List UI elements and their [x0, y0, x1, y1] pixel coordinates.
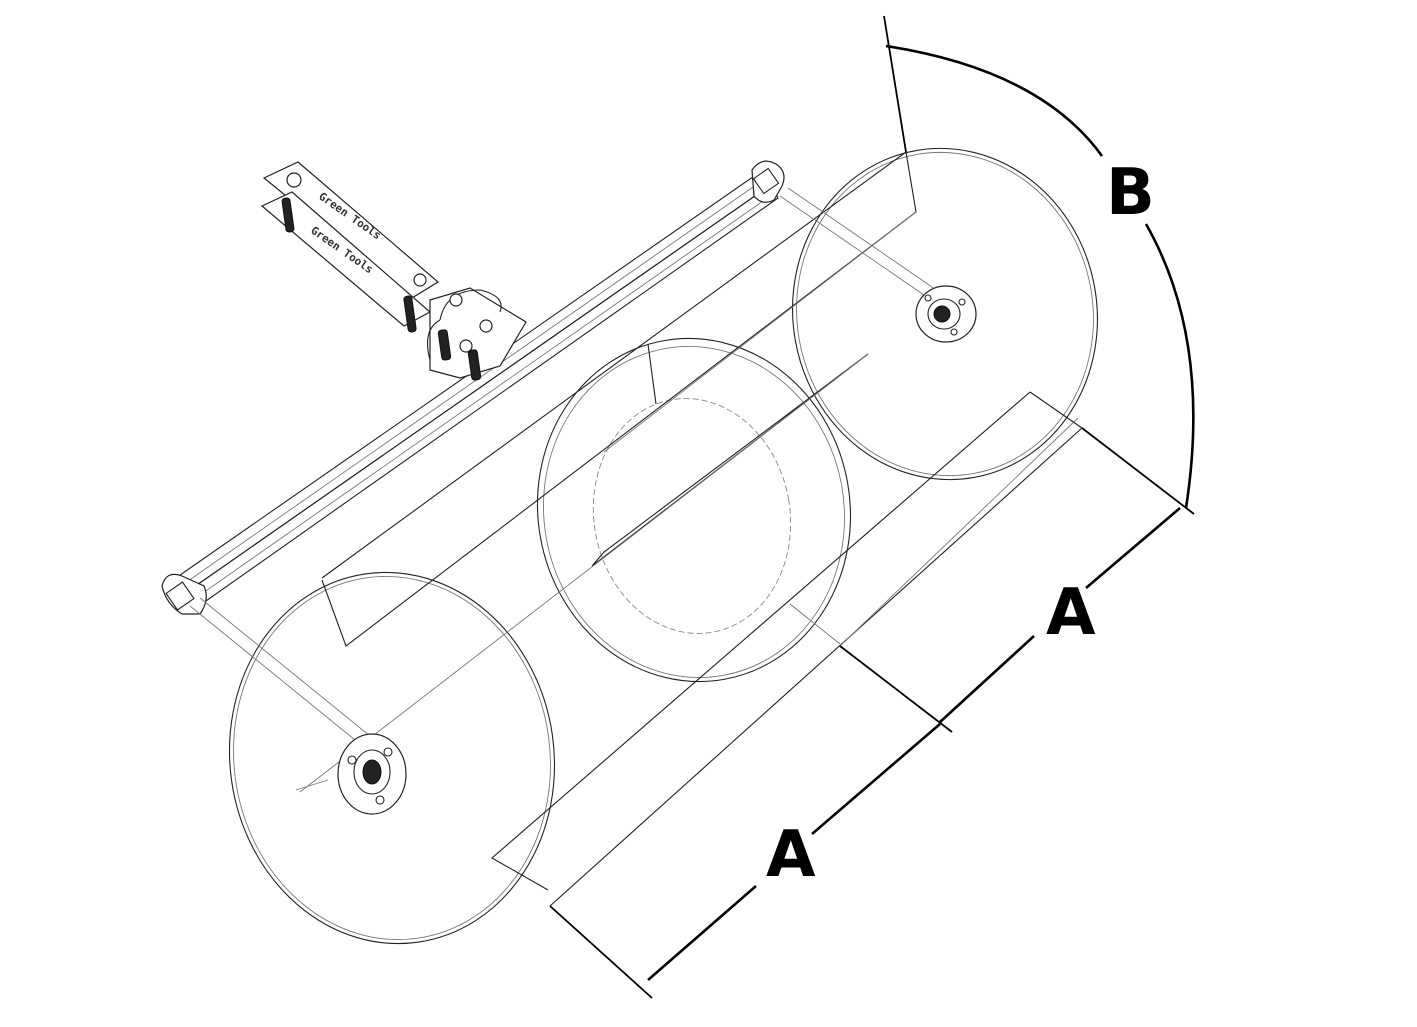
hitch-bracket: Green Tools Green Tools: [260, 161, 527, 381]
front-bearing-hub: [337, 733, 407, 815]
dimension-label-a-lower: A: [766, 818, 816, 892]
dimension-label-b: B: [1106, 156, 1155, 230]
rear-bearing-hub: [915, 285, 977, 343]
dimension-a-lower: A: [549, 723, 941, 999]
dimension-label-a-upper: A: [1046, 576, 1096, 650]
dimension-a-upper: A: [839, 507, 1181, 733]
roller-drum: [189, 147, 1098, 945]
dimension-b: B: [883, 15, 1195, 515]
tow-bar: [161, 160, 785, 615]
